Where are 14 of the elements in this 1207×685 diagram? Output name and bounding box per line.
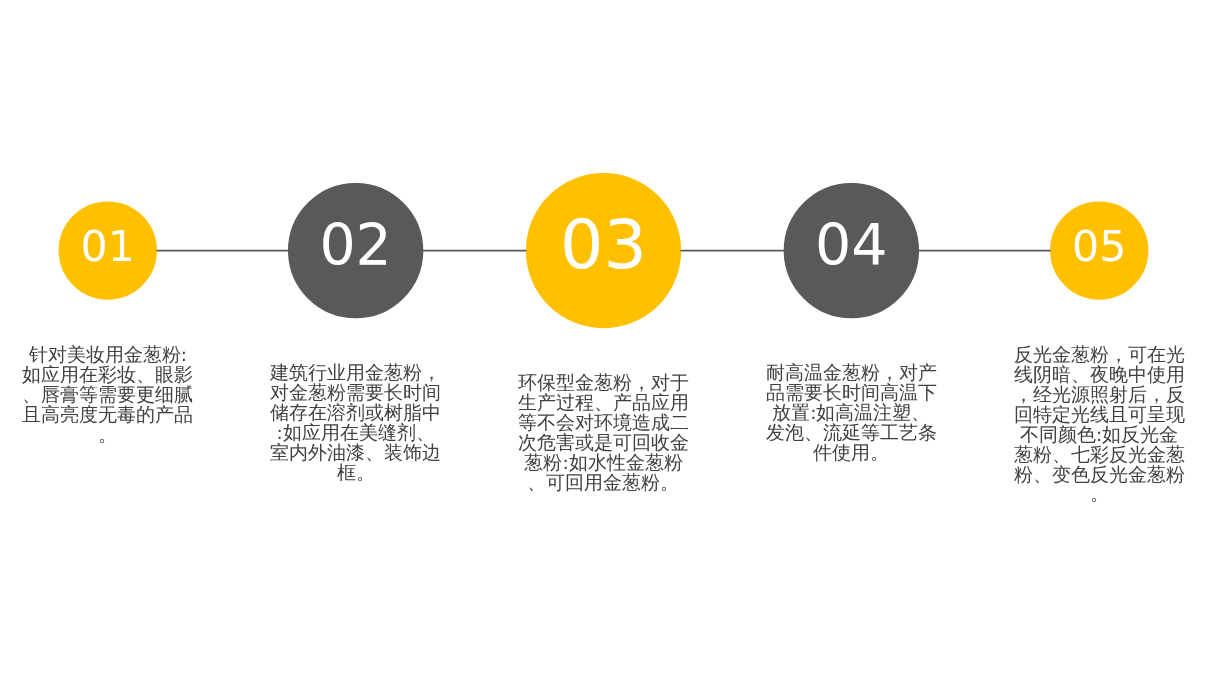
node-label: 环保型金葱粉，对于生产过程、产品应用等不会对环境造成二次危害或是可回收金葱粉:如水性金葱粉、可回用金葱粉。	[518, 372, 689, 494]
connector	[917, 249, 1052, 252]
connector	[679, 249, 786, 252]
node-label: 耐高温金葱粉，对产品需要长时间高温下放置:如高温注塑、发泡、流延等工艺条件使用。	[765, 362, 937, 464]
node-circle: 01	[58, 201, 157, 300]
node-circle: 02	[288, 182, 424, 319]
node-circle: 04	[783, 182, 919, 319]
node-circle: 05	[1050, 201, 1149, 300]
node-label: 针对美妆用金葱粉:如应用在彩妆、眼影、唇膏等需要更细腻且高亮度无毒的产品。	[22, 343, 194, 445]
connector	[155, 249, 290, 252]
connector	[421, 249, 528, 252]
node-label: 反光金葱粉，可在光线阴暗、夜晚中使用，经光源照射后，反回特定光线且可呈现不同颜色:如反光金葱粉、七彩反光金葱粉、变色反光金葱粉。	[1013, 343, 1185, 505]
node-label: 建筑行业用金葱粉，对金葱粉需要长时间储存在溶剂或树脂中:如应用在美缝剂、室内外油漆、装饰边框。	[270, 362, 442, 484]
node-circle: 03	[525, 173, 682, 329]
